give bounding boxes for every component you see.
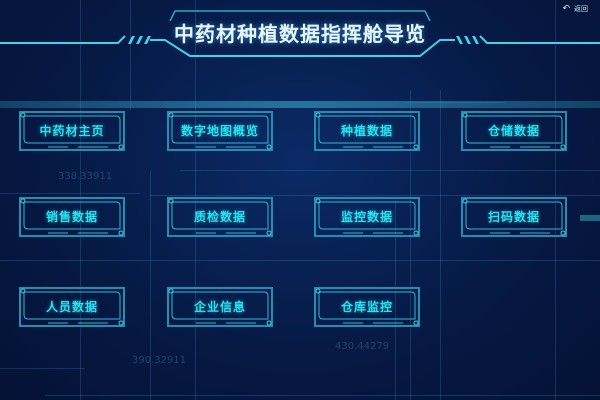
nav-button[interactable]: 人员数据 <box>18 286 126 328</box>
background-number: 390.32911 <box>132 355 187 366</box>
button-frame <box>19 111 125 151</box>
nav-button[interactable]: 仓库监控 <box>313 286 421 328</box>
page-title: 中药材种植数据指挥舱导览 <box>174 22 426 46</box>
nav-button[interactable]: 扫码数据 <box>460 196 568 238</box>
nav-button[interactable]: 企业信息 <box>166 286 274 328</box>
nav-button-label: 监控数据 <box>340 210 393 224</box>
nav-button[interactable]: 监控数据 <box>313 196 421 238</box>
nav-button-label: 仓储数据 <box>487 124 540 138</box>
button-frame <box>167 197 273 237</box>
background-number: 338.33911 <box>58 171 113 182</box>
title-banner: 中药材种植数据指挥舱导览 <box>0 6 600 57</box>
nav-button[interactable]: 数字地图概览 <box>166 110 274 152</box>
button-frame <box>461 111 567 151</box>
background-number: 430.44279 <box>335 341 390 352</box>
nav-button-label: 扫码数据 <box>487 210 540 224</box>
nav-button-label: 仓库监控 <box>340 300 393 314</box>
button-frame <box>19 287 125 327</box>
nav-button-label: 质检数据 <box>193 210 246 224</box>
button-frame <box>461 197 567 237</box>
nav-button[interactable]: 仓储数据 <box>460 110 568 152</box>
nav-button[interactable]: 中药材主页 <box>18 110 126 152</box>
glow-band <box>0 101 600 108</box>
button-frame <box>314 111 420 151</box>
nav-button-label: 数字地图概览 <box>180 124 259 138</box>
button-frame <box>167 111 273 151</box>
nav-button-label: 企业信息 <box>193 300 246 314</box>
button-frame <box>314 197 420 237</box>
back-button[interactable]: ↶ 返回 <box>562 4 588 14</box>
button-frame <box>314 287 420 327</box>
nav-button-label: 中药材主页 <box>39 124 105 138</box>
nav-button-label: 销售数据 <box>45 210 98 224</box>
button-frame <box>19 197 125 237</box>
nav-button-label: 种植数据 <box>340 124 393 138</box>
button-frame <box>167 287 273 327</box>
nav-button-label: 人员数据 <box>45 300 98 314</box>
back-arrow-icon: ↶ <box>562 4 570 14</box>
back-label: 返回 <box>574 5 588 13</box>
nav-button[interactable]: 销售数据 <box>18 196 126 238</box>
nav-button[interactable]: 种植数据 <box>313 110 421 152</box>
nav-button[interactable]: 质检数据 <box>166 196 274 238</box>
title-frame-decoration <box>0 10 600 57</box>
